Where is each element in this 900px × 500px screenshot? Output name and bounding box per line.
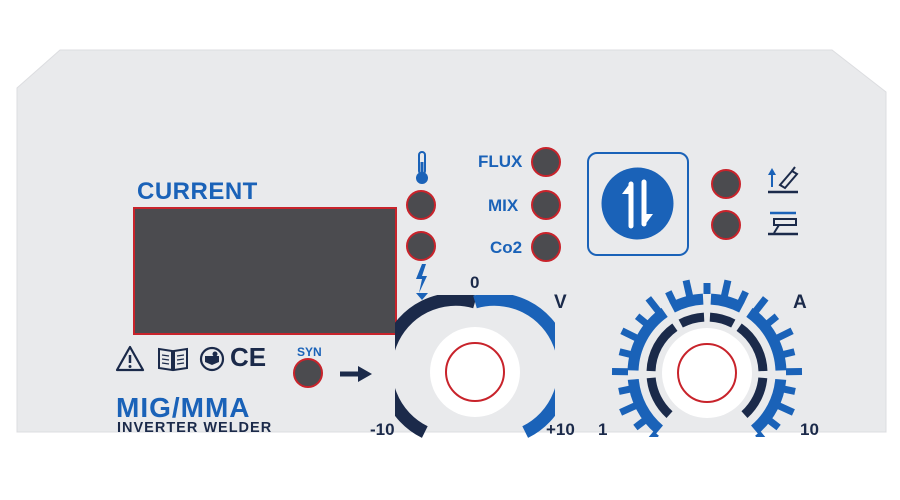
current-scale-tick (783, 385, 796, 395)
ce-mark: CE (230, 342, 267, 372)
current-knob-ring (677, 343, 737, 403)
current-scale-tick (753, 296, 769, 314)
display-title: CURRENT (137, 178, 258, 205)
current-scale-outer-segment (750, 378, 787, 434)
current-unit: A (793, 292, 807, 313)
current-scale-tick (620, 327, 638, 342)
current-scale-tick (777, 402, 795, 416)
current-scale-outer-segment (746, 307, 787, 371)
torch-flat-icon (768, 211, 798, 236)
current-scale-tick (776, 327, 794, 342)
current-scale-inner-segment (736, 323, 768, 372)
voltage-knob[interactable] (430, 327, 520, 417)
voltage-label-min: -10 (370, 420, 395, 439)
current-display (133, 207, 397, 335)
product-subtitle: INVERTER WELDER (117, 420, 273, 436)
model-name: MIG/MMA (116, 392, 251, 423)
flux-label: FLUX (478, 152, 523, 171)
flux-button[interactable] (531, 147, 561, 177)
current-scale-tick (682, 279, 694, 297)
lightning-icon (416, 264, 428, 300)
current-scale-tick (720, 279, 732, 297)
voltage-label-max: +10 (546, 420, 575, 439)
current-scale-tick (665, 290, 677, 304)
current-scale-tick (767, 418, 781, 431)
current-label-min: 1 (598, 420, 608, 439)
syn-label: SYN (297, 345, 322, 359)
mix-button[interactable] (531, 190, 561, 220)
current-scale-tick (766, 313, 780, 326)
current-scale-inner-segment (646, 323, 678, 372)
current-scale-tick (648, 431, 659, 437)
selector-arrows-icon (601, 167, 674, 240)
thermal-indicator[interactable] (406, 190, 436, 220)
overload-indicator[interactable] (406, 231, 436, 261)
manual-book-icon (158, 347, 188, 372)
current-scale-tick (782, 348, 796, 358)
current-scale-inner-segment (741, 377, 768, 418)
voltage-unit: V (554, 292, 567, 313)
voltage-knob-ring (445, 342, 505, 402)
torch-mode-flat-button[interactable] (711, 210, 741, 240)
current-scale-tick (619, 402, 637, 416)
current-scale-inner-segment (678, 312, 705, 328)
operator-mask-icon (199, 346, 225, 372)
current-scale-tick (618, 385, 631, 395)
arrow-right-icon (340, 366, 372, 382)
current-scale-outer-segment (710, 293, 745, 313)
current-knob[interactable] (662, 328, 752, 418)
current-scale-outer-segment (627, 378, 664, 434)
torch-mode-up-button[interactable] (711, 169, 741, 199)
current-scale-tick (737, 290, 749, 304)
mode-selector-button[interactable] (587, 152, 689, 256)
voltage-knob-scale (395, 295, 555, 438)
current-scale-tick (634, 313, 648, 326)
thermometer-icon (416, 151, 428, 184)
current-scale-outer-segment (669, 293, 704, 313)
warning-icon (115, 345, 145, 372)
current-scale-outer-segment (627, 307, 668, 371)
current-label-max: 10 (800, 420, 819, 439)
voltage-label-top: 0 (470, 273, 480, 292)
syn-button[interactable] (293, 358, 323, 388)
torch-up-icon (768, 166, 799, 194)
current-scale-inner-segment (709, 312, 736, 328)
current-scale-tick (618, 348, 632, 358)
current-scale-tick (645, 296, 661, 314)
current-knob-scale (611, 279, 803, 437)
co2-button[interactable] (531, 232, 561, 262)
mix-label: MIX (488, 196, 519, 215)
co2-label: Co2 (490, 238, 523, 257)
current-scale-tick (755, 431, 766, 437)
current-scale-inner-segment (646, 377, 673, 418)
current-scale-tick (633, 418, 647, 431)
